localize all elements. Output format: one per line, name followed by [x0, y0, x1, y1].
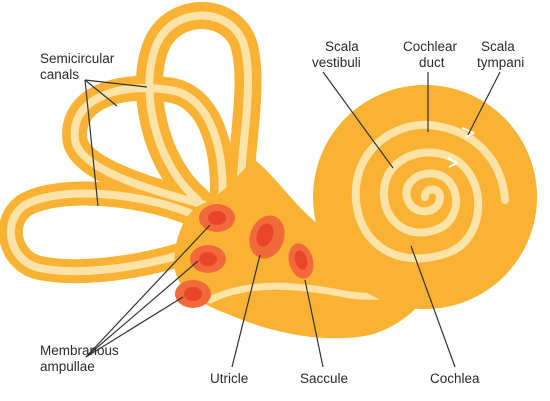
- saccule: [288, 243, 314, 279]
- utricle: [249, 215, 285, 259]
- label-cochlear-duct-2: duct: [419, 55, 445, 70]
- label-scala-tympani-1: Scala: [481, 39, 515, 54]
- label-scala-tympani-2: tympani: [477, 55, 524, 70]
- label-cochlea: Cochlea: [430, 371, 480, 386]
- label-membranous-ampullae-1: Membranous: [40, 343, 119, 358]
- label-scala-vestibuli-2: vestibuli: [312, 55, 361, 70]
- cochlear-spiral: [351, 120, 509, 263]
- label-semicircular-canals-2: canals: [40, 67, 79, 82]
- label-utricle: Utricle: [210, 371, 248, 386]
- semicircular-canals: [0, 2, 262, 284]
- flow-arrow-mid: [447, 157, 458, 168]
- ampulla-1: [199, 204, 235, 232]
- label-scala-vestibuli-1: Scala: [325, 39, 359, 54]
- label-semicircular-canals-1: Semicircular: [40, 51, 115, 66]
- label-membranous-ampullae-2: ampullae: [40, 359, 95, 374]
- cochlea-shape: [313, 85, 537, 309]
- leader-lines: [84, 71, 501, 368]
- ampulla-3: [175, 280, 211, 308]
- flow-arrow-top: [461, 127, 475, 138]
- ampulla-2: [190, 245, 226, 273]
- membranous-ampullae: [175, 204, 235, 308]
- label-saccule: Saccule: [300, 371, 348, 386]
- label-cochlear-duct-1: Cochlear: [403, 39, 458, 54]
